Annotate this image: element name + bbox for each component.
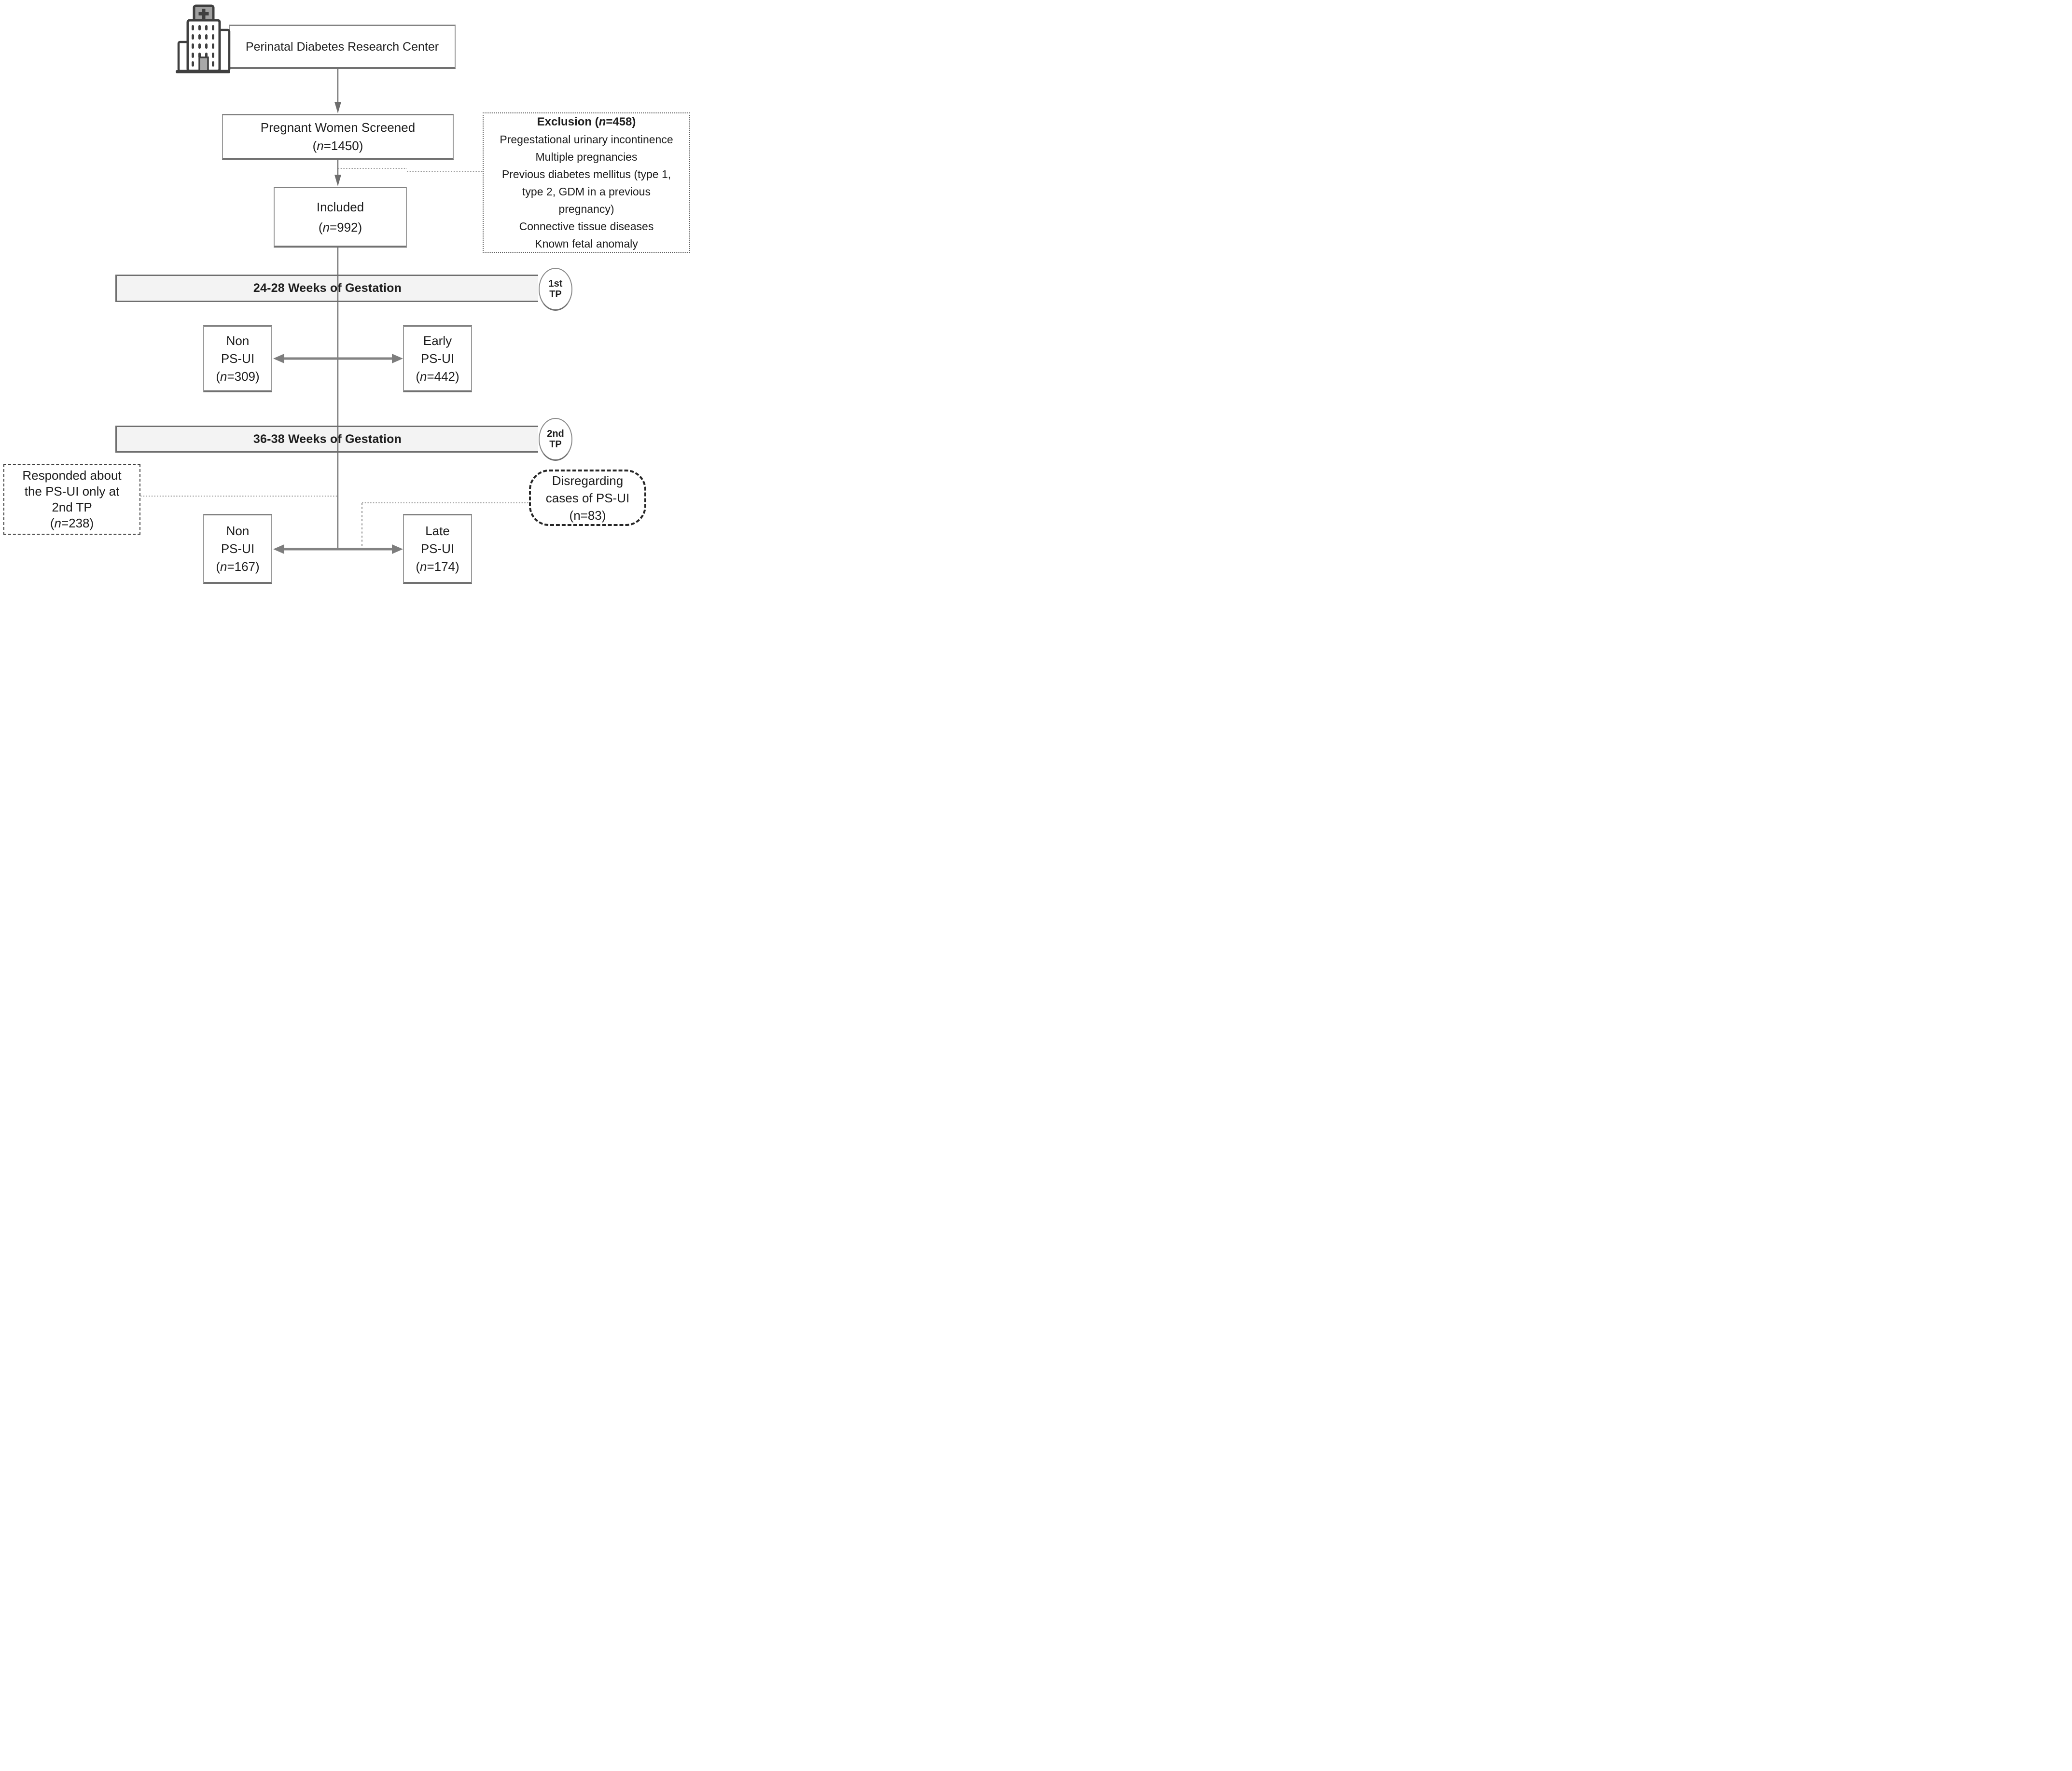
flow-diagram: 24-28 Weeks of Gestation 36-38 Weeks of … xyxy=(0,0,691,590)
connector-layer xyxy=(140,69,529,554)
exclusion-item: Multiple pregnancies xyxy=(535,150,638,163)
band-2-label: 36-38 Weeks of Gestation xyxy=(253,432,402,446)
group-n: (n=442) xyxy=(416,369,459,384)
disregarding-note-n: (n=83) xyxy=(569,508,606,523)
responded-note-line: the PS-UI only at xyxy=(24,484,120,498)
medical-cross-icon xyxy=(198,9,209,19)
timepoint-1-badge: 1st TP xyxy=(539,268,572,311)
responded-note-box: Responded about the PS-UI only at 2nd TP… xyxy=(3,464,140,535)
timepoint-2-ordinal: 2nd xyxy=(547,429,564,439)
arrowhead-tp2-left xyxy=(273,544,284,554)
timepoint-2-badge: 2nd TP xyxy=(539,418,572,461)
arrowhead-source-to-screened xyxy=(334,102,341,113)
hospital-windows xyxy=(192,25,214,67)
screened-n: (n=1450) xyxy=(312,138,363,153)
group-name: Early xyxy=(423,333,452,348)
group-label: PS-UI xyxy=(420,541,455,556)
included-box: Included (n=992) xyxy=(274,187,407,248)
source-box: Perinatal Diabetes Research Center xyxy=(229,25,456,69)
included-n: (n=992) xyxy=(318,220,362,235)
group-label: PS-UI xyxy=(221,541,255,556)
exclusion-item: Connective tissue diseases xyxy=(519,220,654,233)
exclusion-title: Exclusion (n=458) xyxy=(537,115,636,128)
gestation-band-2nd-tp: 36-38 Weeks of Gestation xyxy=(115,426,538,453)
exclusion-item: Known fetal anomaly xyxy=(535,237,638,250)
arrowhead-screened-to-included xyxy=(334,175,341,186)
group-n: (n=174) xyxy=(416,559,459,574)
gestation-band-1st-tp: 24-28 Weeks of Gestation xyxy=(115,275,538,302)
tp1-non-psui-box: Non PS-UI (n=309) xyxy=(203,325,272,392)
exclusion-box: Exclusion (n=458) Pregestational urinary… xyxy=(483,112,690,253)
group-name: Non xyxy=(226,523,250,538)
screened-box: Pregnant Women Screened (n=1450) xyxy=(222,114,454,160)
group-name: Late xyxy=(425,523,450,538)
responded-note-line: 2nd TP xyxy=(52,500,92,514)
exclusion-item: Pregestational urinary incontinence xyxy=(500,133,673,146)
responded-note-n: (n=238) xyxy=(50,516,94,530)
arrowhead-tp1-right xyxy=(392,354,403,363)
hospital-icon xyxy=(176,4,231,73)
tp1-early-psui-box: Early PS-UI (n=442) xyxy=(403,325,472,392)
screened-title: Pregnant Women Screened xyxy=(260,120,416,135)
tp2-non-psui-box: Non PS-UI (n=167) xyxy=(203,514,272,584)
responded-note-line: Responded about xyxy=(22,468,122,483)
tp2-late-psui-box: Late PS-UI (n=174) xyxy=(403,514,472,584)
hospital-ground xyxy=(176,70,230,73)
group-name: Non xyxy=(226,333,250,348)
group-label: PS-UI xyxy=(420,351,455,366)
disregarding-note-line: Disregarding xyxy=(552,473,624,488)
disregarding-note-box: Disregarding cases of PS-UI (n=83) xyxy=(529,470,646,526)
arrowhead-tp1-left xyxy=(273,354,284,363)
exclusion-item: type 2, GDM in a previous xyxy=(522,185,651,198)
group-label: PS-UI xyxy=(221,351,255,366)
source-label: Perinatal Diabetes Research Center xyxy=(245,40,439,54)
exclusion-item: pregnancy) xyxy=(558,202,614,215)
group-n: (n=309) xyxy=(216,369,260,384)
band-1-label: 24-28 Weeks of Gestation xyxy=(253,281,402,295)
group-n: (n=167) xyxy=(216,559,260,574)
timepoint-2-tp: TP xyxy=(549,439,562,450)
arrowhead-tp2-right xyxy=(392,544,403,554)
timepoint-1-ordinal: 1st xyxy=(548,278,563,289)
hospital-door xyxy=(198,56,209,72)
timepoint-1-tp: TP xyxy=(549,289,562,300)
exclusion-item: Previous diabetes mellitus (type 1, xyxy=(501,167,671,180)
disregarding-note-line: cases of PS-UI xyxy=(545,490,630,505)
included-title: Included xyxy=(316,199,364,214)
